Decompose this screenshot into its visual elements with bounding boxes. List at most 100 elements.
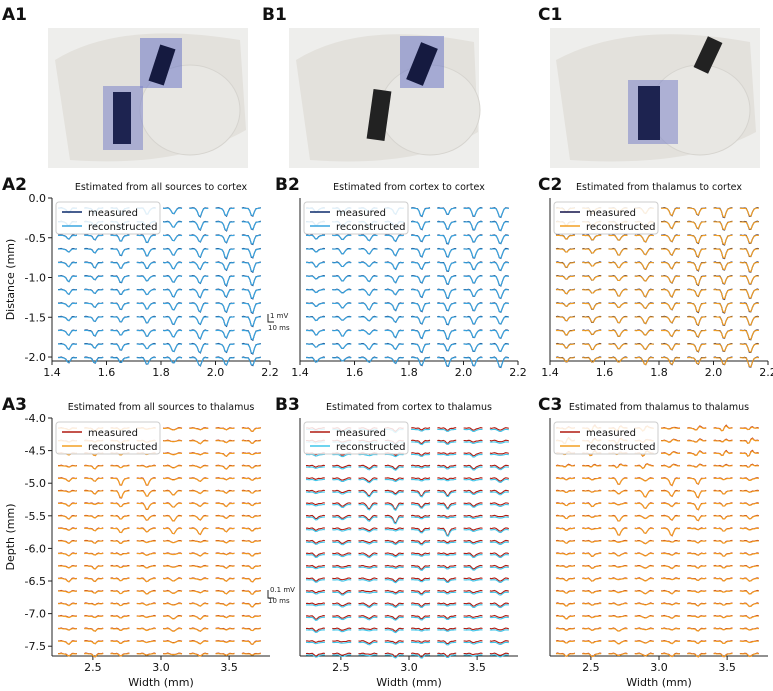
trace-reconstructed: [110, 261, 130, 269]
trace-reconstructed: [358, 616, 378, 621]
y-tick-label: 0.0: [29, 192, 47, 205]
trace-reconstructed: [358, 541, 378, 545]
trace-reconstructed: [437, 207, 457, 215]
trace-reconstructed: [215, 628, 235, 631]
trace-measured: [410, 577, 431, 582]
trace-reconstructed: [489, 566, 509, 570]
trace-reconstructed: [582, 477, 602, 481]
trace-reconstructed: [84, 477, 104, 482]
trace-reconstructed: [306, 357, 325, 363]
trace-reconstructed: [661, 356, 681, 366]
trace-reconstructed: [582, 653, 602, 658]
trace-reconstructed: [57, 248, 77, 253]
trace-reconstructed: [555, 615, 575, 620]
legend-label: measured: [586, 428, 636, 439]
trace-reconstructed: [437, 234, 457, 245]
trace-reconstructed: [58, 602, 77, 607]
trace-reconstructed: [58, 552, 77, 557]
trace-reconstructed: [136, 640, 156, 644]
trace-reconstructed: [437, 221, 457, 230]
trace-reconstructed: [163, 465, 183, 469]
trace-reconstructed: [489, 491, 509, 496]
trace-reconstructed: [634, 615, 654, 619]
trace-measured: [305, 527, 325, 531]
trace-reconstructed: [241, 248, 261, 259]
trace-measured: [358, 589, 378, 593]
trace-reconstructed: [687, 477, 707, 485]
trace-reconstructed: [84, 343, 104, 349]
trace-reconstructed: [608, 565, 628, 568]
trace-measured: [437, 602, 457, 606]
trace-reconstructed: [463, 503, 483, 508]
trace-reconstructed: [163, 440, 183, 443]
trace-reconstructed: [411, 428, 431, 432]
trace-measured: [306, 539, 325, 544]
x-tick-label: 3.5: [468, 661, 486, 674]
trace-reconstructed: [358, 491, 378, 498]
trace-reconstructed: [384, 579, 404, 584]
trace-reconstructed: [661, 527, 681, 537]
x-tick-label: 2.0: [705, 366, 723, 379]
trace-reconstructed: [384, 316, 404, 323]
trace-measured: [410, 589, 431, 595]
x-tick-label: 2.5: [332, 661, 350, 674]
trace-reconstructed: [713, 357, 733, 365]
trace-reconstructed: [411, 207, 431, 217]
trace-reconstructed: [189, 490, 209, 495]
trace-reconstructed: [739, 577, 759, 582]
trace-reconstructed: [411, 234, 431, 242]
trace-reconstructed: [215, 275, 235, 287]
trace-reconstructed: [489, 541, 509, 546]
trace-reconstructed: [463, 641, 483, 645]
trace-measured: [384, 489, 404, 495]
trace-reconstructed: [555, 653, 575, 657]
y-tick-label: -5.5: [25, 510, 46, 523]
electrode-grid-c1-thalamus: [628, 80, 678, 144]
trace-reconstructed: [110, 527, 130, 533]
trace-measured: [410, 564, 431, 570]
trace-reconstructed: [739, 275, 759, 285]
trace-reconstructed: [489, 234, 509, 245]
trace-reconstructed: [215, 502, 235, 508]
trace-measured: [463, 614, 483, 618]
trace-reconstructed: [634, 502, 654, 510]
trace-reconstructed: [332, 516, 352, 521]
trace-measured: [332, 514, 352, 519]
legend-label: reconstructed: [88, 222, 158, 233]
trace-measured: [463, 527, 483, 531]
trace-reconstructed: [437, 261, 457, 272]
trace-reconstructed: [189, 540, 209, 543]
trace-measured: [463, 464, 483, 470]
trace-reconstructed: [555, 477, 575, 481]
trace-reconstructed: [463, 234, 483, 243]
trace-reconstructed: [163, 477, 183, 481]
trace-reconstructed: [739, 437, 759, 444]
trace-reconstructed: [608, 653, 628, 657]
trace-measured: [410, 489, 431, 497]
trace-reconstructed: [332, 654, 352, 658]
trace-measured: [384, 627, 404, 633]
trace-reconstructed: [739, 477, 759, 481]
trace-reconstructed: [58, 577, 77, 583]
trace-reconstructed: [84, 628, 104, 632]
trace-reconstructed: [713, 302, 733, 314]
trace-reconstructed: [189, 275, 209, 284]
trace-reconstructed: [463, 604, 483, 608]
trace-reconstructed: [661, 552, 681, 556]
legend-label: reconstructed: [586, 442, 656, 453]
trace-reconstructed: [555, 490, 575, 493]
trace-measured: [463, 577, 483, 581]
trace-reconstructed: [463, 343, 483, 352]
trace-measured: [332, 552, 352, 556]
trace-reconstructed: [384, 641, 404, 645]
legend-label: measured: [88, 428, 138, 439]
trace-reconstructed: [463, 441, 483, 444]
trace-reconstructed: [58, 565, 77, 569]
legend-label: reconstructed: [586, 222, 656, 233]
trace-reconstructed: [384, 343, 404, 350]
trace-reconstructed: [634, 565, 654, 569]
trace-reconstructed: [489, 343, 509, 352]
trace-reconstructed: [713, 552, 733, 557]
trace-measured: [437, 577, 457, 582]
trace-reconstructed: [332, 478, 352, 483]
